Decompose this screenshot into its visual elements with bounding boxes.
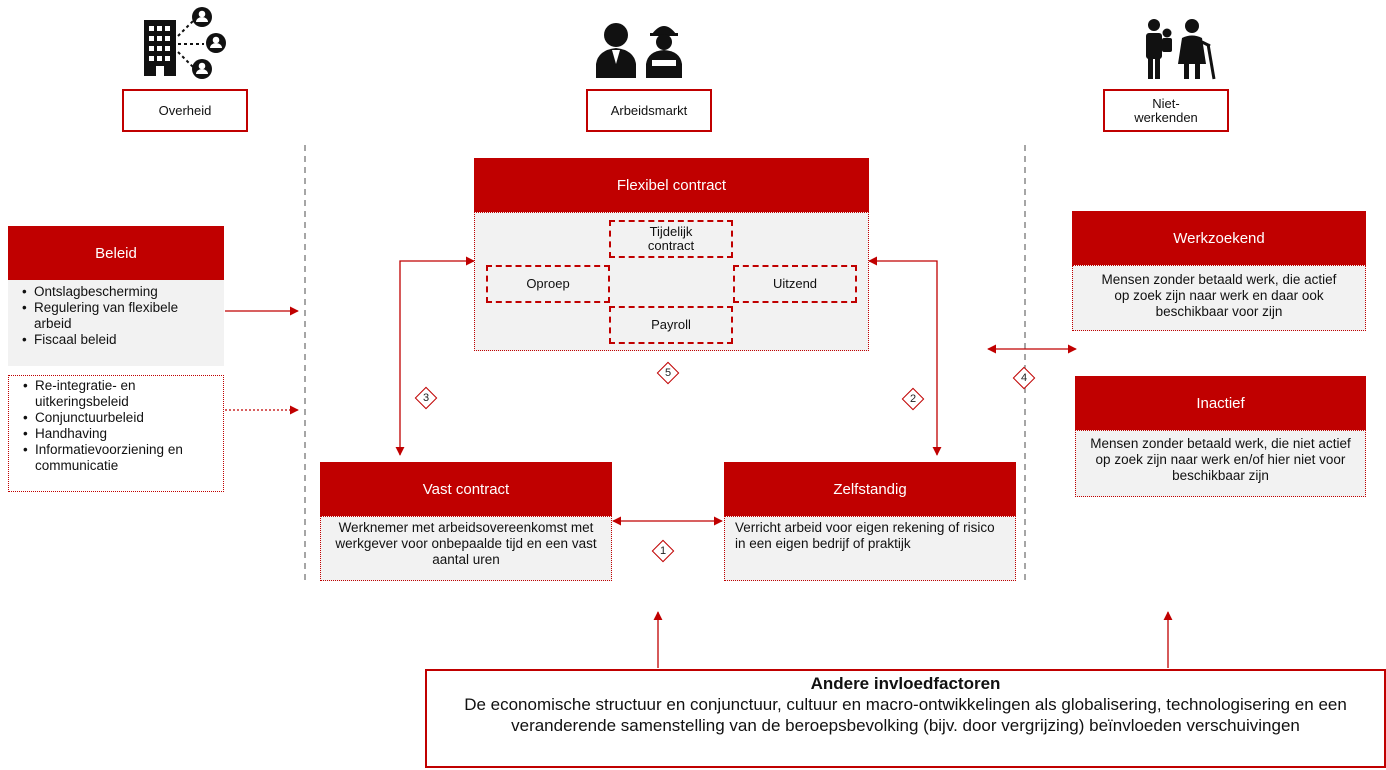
beleid-item: Ontslagbescherming [22, 284, 218, 300]
andere-invloedfactoren-box: Andere invloedfactoren De economische st… [425, 669, 1386, 768]
zelfstandig-desc: Verricht arbeid voor eigen rekening of r… [735, 520, 995, 551]
workers-icon [594, 20, 694, 80]
family-elderly-icon [1140, 16, 1220, 82]
marker-3-label: 3 [422, 392, 430, 404]
zelfstandig-body: Verricht arbeid voor eigen rekening of r… [724, 516, 1016, 581]
marker-2-label: 2 [909, 393, 917, 405]
vast-title: Vast contract [422, 480, 510, 498]
vast-desc: Werknemer met arbeidsovereenkomst met we… [335, 520, 597, 567]
beleid-item: Regulering van flexibele arbeid [22, 300, 218, 332]
flexibel-header: Flexibel contract [474, 158, 869, 212]
marker-3: 3 [414, 386, 438, 410]
flex-item-oproep: Oproep [486, 265, 610, 303]
inactief-body: Mensen zonder betaald werk, die niet act… [1075, 430, 1366, 497]
beleid-header: Beleid [8, 226, 224, 280]
beleid-item: Handhaving [23, 426, 217, 442]
andere-desc: De economische structuur en conjunctuur,… [464, 695, 1347, 735]
flexibel-title: Flexibel contract [616, 176, 727, 194]
beleid-item: Informatievoorziening en communicatie [23, 442, 217, 474]
beleid-item: Re-integratie- en uitkeringsbeleid [23, 378, 217, 410]
marker-1: 1 [651, 539, 675, 563]
marker-4: 4 [1012, 366, 1036, 390]
marker-5-label: 5 [664, 367, 672, 379]
beleid-title: Beleid [95, 244, 137, 262]
inactief-title: Inactief [1196, 394, 1245, 412]
beleid-item: Conjunctuurbeleid [23, 410, 217, 426]
zelfstandig-header: Zelfstandig [724, 462, 1016, 516]
beleid-group-1-list: Ontslagbescherming Regulering van flexib… [18, 284, 218, 348]
column-label-overheid-text: Overheid [158, 102, 212, 118]
column-label-arbeidsmarkt-text: Arbeidsmarkt [610, 102, 688, 118]
inactief-header: Inactief [1075, 376, 1366, 430]
column-label-arbeidsmarkt: Arbeidsmarkt [586, 89, 712, 132]
government-building-icon [142, 6, 232, 80]
vast-header: Vast contract [320, 462, 612, 516]
werkzoekend-header: Werkzoekend [1072, 211, 1366, 265]
flex-item-tijdelijk: Tijdelijk contract [609, 220, 733, 258]
flex-item-oproep-text: Oproep [526, 276, 570, 291]
zelfstandig-title: Zelfstandig [833, 480, 907, 498]
werkzoekend-desc: Mensen zonder betaald werk, die actief o… [1101, 272, 1337, 319]
column-label-niet-werkenden-text: Niet-werkenden [1134, 95, 1198, 125]
marker-4-label: 4 [1020, 372, 1028, 384]
flex-item-uitzend: Uitzend [733, 265, 857, 303]
flex-item-payroll: Payroll [609, 306, 733, 344]
arrow-2 [868, 256, 942, 456]
marker-1-label: 1 [659, 545, 667, 557]
werkzoekend-title: Werkzoekend [1173, 229, 1265, 247]
beleid-group-2-list: Re-integratie- en uitkeringsbeleid Conju… [19, 378, 217, 474]
marker-5: 5 [656, 361, 680, 385]
werkzoekend-body: Mensen zonder betaald werk, die actief o… [1072, 265, 1366, 331]
beleid-item: Fiscaal beleid [22, 332, 218, 348]
arrow-3 [395, 256, 475, 456]
beleid-group-2: Re-integratie- en uitkeringsbeleid Conju… [8, 375, 224, 492]
inactief-desc: Mensen zonder betaald werk, die niet act… [1090, 436, 1351, 483]
marker-2: 2 [901, 387, 925, 411]
vast-body: Werknemer met arbeidsovereenkomst met we… [320, 516, 612, 581]
beleid-group-1: Ontslagbescherming Regulering van flexib… [8, 280, 224, 366]
flex-item-payroll-text: Payroll [651, 317, 691, 332]
flex-item-uitzend-text: Uitzend [772, 276, 818, 291]
column-label-niet-werkenden: Niet-werkenden [1103, 89, 1229, 132]
andere-title: Andere invloedfactoren [810, 674, 1001, 693]
column-label-overheid: Overheid [122, 89, 248, 132]
flex-item-tijdelijk-text: Tijdelijk contract [647, 224, 695, 253]
